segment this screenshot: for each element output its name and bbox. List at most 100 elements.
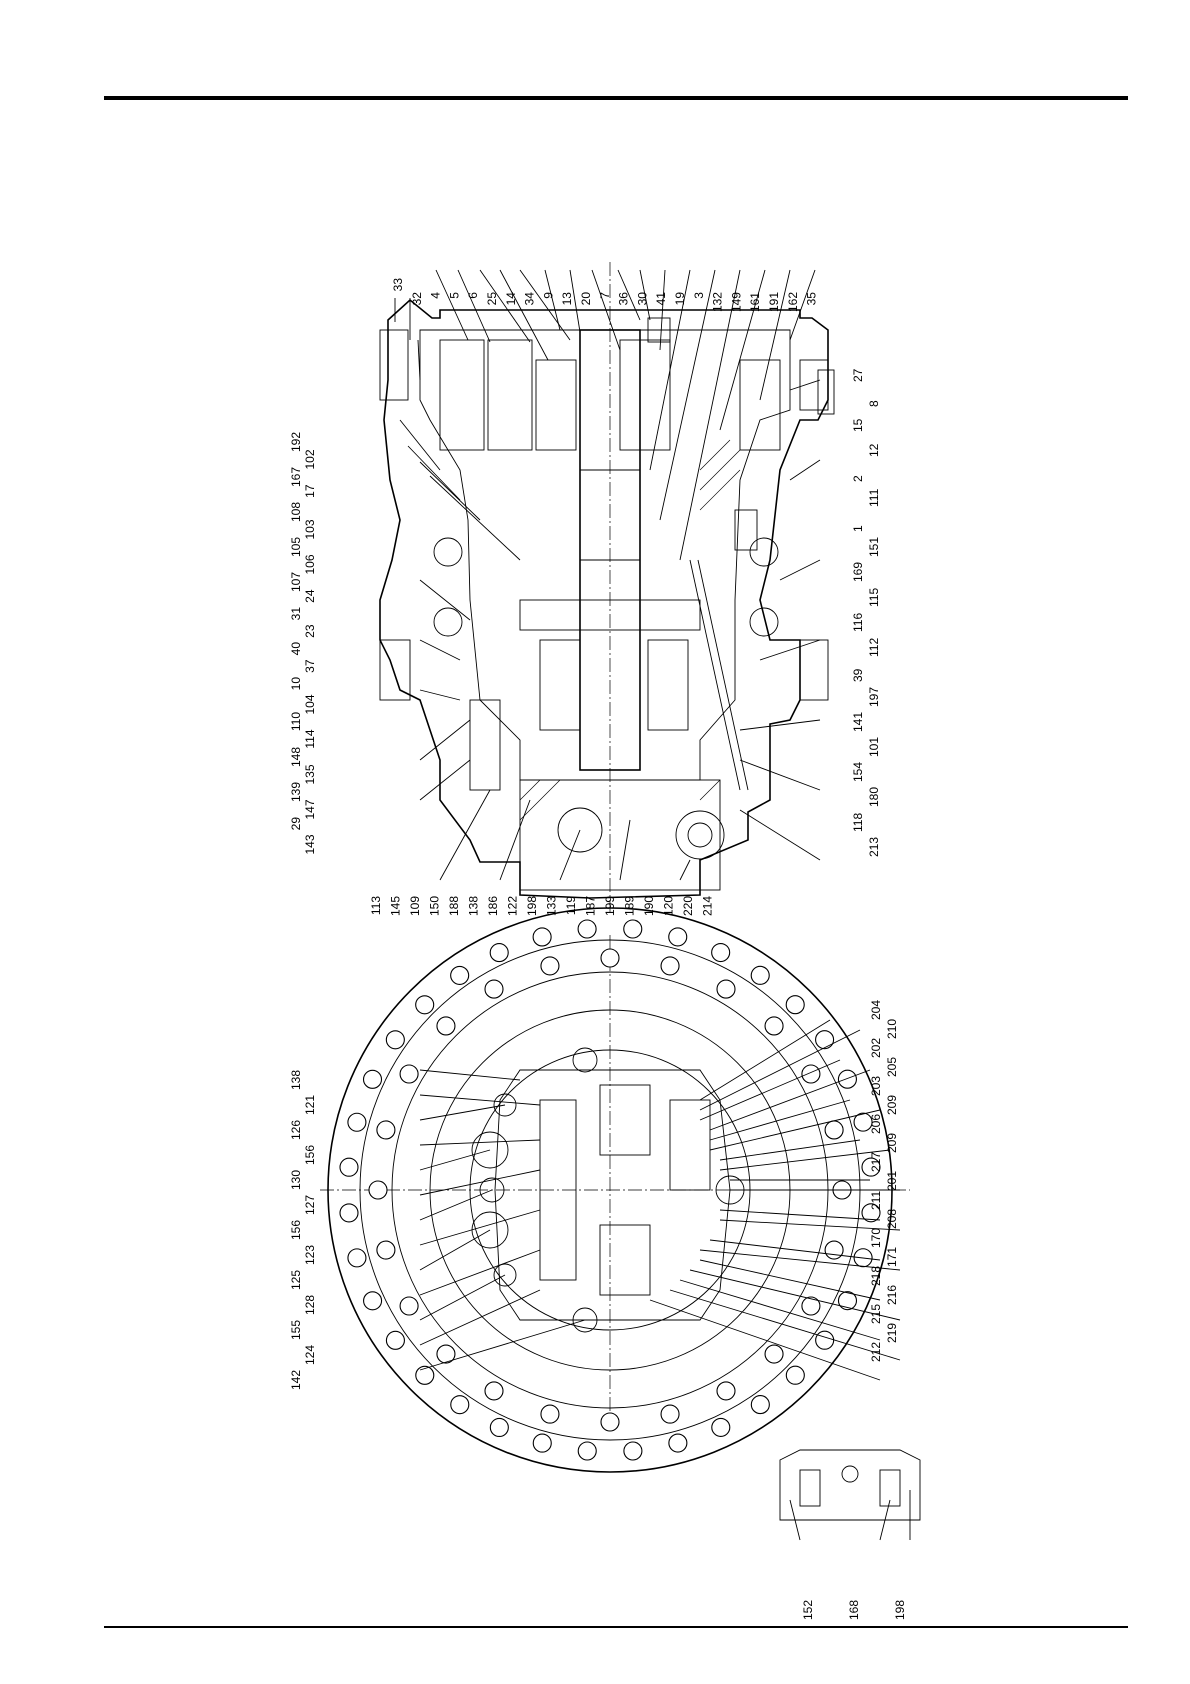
section-left-callout: 143 xyxy=(303,834,317,854)
end-left-callout: 127 xyxy=(303,1195,317,1215)
section-left-callout: 29 xyxy=(289,817,303,831)
section-bottom-callout: 109 xyxy=(408,896,422,916)
section-right-callout: 151 xyxy=(867,537,881,557)
section-right-callout: 154 xyxy=(851,762,865,782)
section-left-callout: 106 xyxy=(303,554,317,574)
cylinder-bore-2 xyxy=(647,639,689,731)
end-right-callout: 209 xyxy=(885,1133,899,1153)
section-right-callout: 115 xyxy=(867,588,881,607)
oil-passage-2 xyxy=(697,559,749,791)
port-a xyxy=(471,1131,509,1169)
inner-holes-hole xyxy=(399,1064,419,1084)
outer-holes-hole xyxy=(532,927,552,947)
inner-holes-hole xyxy=(801,1064,821,1084)
lift-eye-top xyxy=(572,1047,598,1073)
section-bottom-callout: 113 xyxy=(369,896,383,915)
section-left-callout: 147 xyxy=(303,799,317,819)
end-right-callout: 170 xyxy=(869,1228,883,1248)
section-bottom-callout: 198 xyxy=(525,896,539,916)
section-right-callout: 141 xyxy=(851,712,865,732)
outer-holes-hole xyxy=(815,1030,835,1050)
section-right-callout: 8 xyxy=(867,400,881,407)
section-left-callout: 104 xyxy=(303,694,317,714)
section-top-callout: 9 xyxy=(541,292,555,299)
section-right-callout: 197 xyxy=(867,687,881,707)
section-left-callout: 114 xyxy=(303,729,317,748)
end-left-callout: 121 xyxy=(303,1095,317,1115)
section-bottom-callout: 214 xyxy=(701,896,715,916)
bearing-ball-2 xyxy=(433,607,463,637)
section-top-callout: 13 xyxy=(560,292,574,306)
end-right-callout: 218 xyxy=(869,1266,883,1286)
oil-passage-1 xyxy=(689,559,741,791)
outer-holes-hole xyxy=(668,1433,688,1453)
section-bottom-callout: 189 xyxy=(623,896,637,916)
section-left-callout: 17 xyxy=(303,484,317,498)
section-bottom-callout: 220 xyxy=(681,896,695,916)
section-left-callout: 135 xyxy=(303,764,317,784)
end-view-leaders xyxy=(419,1019,901,1381)
section-left-callout: 23 xyxy=(303,624,317,638)
section-bottom-callout: 190 xyxy=(642,896,656,916)
end-right-callout: 215 xyxy=(869,1304,883,1324)
inner-holes-hole xyxy=(660,956,680,976)
shuttle-valve xyxy=(669,1099,711,1191)
section-right-callout: 116 xyxy=(851,613,865,632)
end-left-callout: 142 xyxy=(289,1370,303,1390)
inner-holes-hole xyxy=(484,1381,504,1401)
inner-holes-hole xyxy=(484,979,504,999)
section-left-callout: 103 xyxy=(303,519,317,539)
section-left-callout: 105 xyxy=(289,537,303,557)
section-top-callout: 41 xyxy=(654,292,668,306)
inner-holes-hole xyxy=(716,1381,736,1401)
outer-holes-hole xyxy=(450,965,470,985)
section-top-callout: 33 xyxy=(391,278,405,292)
inner-holes-hole xyxy=(376,1240,396,1260)
section-bottom-callout: 145 xyxy=(389,896,403,916)
port-right-inner xyxy=(687,822,713,848)
section-right-callout: 101 xyxy=(867,737,881,757)
outer-holes-hole xyxy=(750,965,770,985)
end-right-callout: 203 xyxy=(869,1076,883,1096)
inner-holes-hole xyxy=(764,1016,784,1036)
inner-holes-hole xyxy=(600,948,620,968)
inner-holes-hole xyxy=(376,1120,396,1140)
outer-holes-hole xyxy=(385,1330,405,1350)
outer-holes-hole xyxy=(711,942,731,963)
end-right-callout: 201 xyxy=(885,1171,899,1191)
outer-holes-hole xyxy=(532,1433,552,1453)
bolt-top xyxy=(647,317,671,343)
inner-holes-hole xyxy=(764,1344,784,1364)
flange-left xyxy=(379,329,409,401)
gear-stack-2 xyxy=(487,339,533,451)
end-left-callout: 128 xyxy=(303,1295,317,1315)
flange-left-lower xyxy=(379,639,411,701)
detail-callout: 168 xyxy=(847,1600,861,1620)
section-right-callout: 111 xyxy=(867,488,881,507)
outer-holes-hole xyxy=(363,1291,383,1311)
section-left-callout: 110 xyxy=(289,712,303,731)
section-right-callout: 180 xyxy=(867,787,881,807)
end-right-callout: 208 xyxy=(885,1209,899,1229)
section-bottom-callout: 199 xyxy=(603,896,617,916)
section-left-callout: 192 xyxy=(289,432,303,452)
outer-holes-hole xyxy=(837,1291,858,1311)
plug-bottom xyxy=(493,1263,517,1287)
end-right-callout: 209 xyxy=(885,1095,899,1115)
section-right-callout: 118 xyxy=(851,813,865,832)
end-left-callout: 155 xyxy=(289,1320,303,1340)
end-left-callout: 123 xyxy=(303,1245,317,1265)
bolt-right xyxy=(817,369,835,415)
brake-valve xyxy=(469,699,501,791)
end-left-callout: 124 xyxy=(303,1345,317,1365)
section-right-callout: 213 xyxy=(867,837,881,857)
bearing-ball-4 xyxy=(749,607,779,637)
section-top-callout: 6 xyxy=(466,292,480,299)
section-bottom-callout: 122 xyxy=(506,896,520,916)
inner-holes-hole xyxy=(801,1296,821,1316)
outer-holes-hole xyxy=(347,1112,367,1132)
section-bottom-callout: 187 xyxy=(584,896,598,916)
valve-block xyxy=(494,1069,731,1321)
outer-holes-hole xyxy=(450,1395,470,1415)
